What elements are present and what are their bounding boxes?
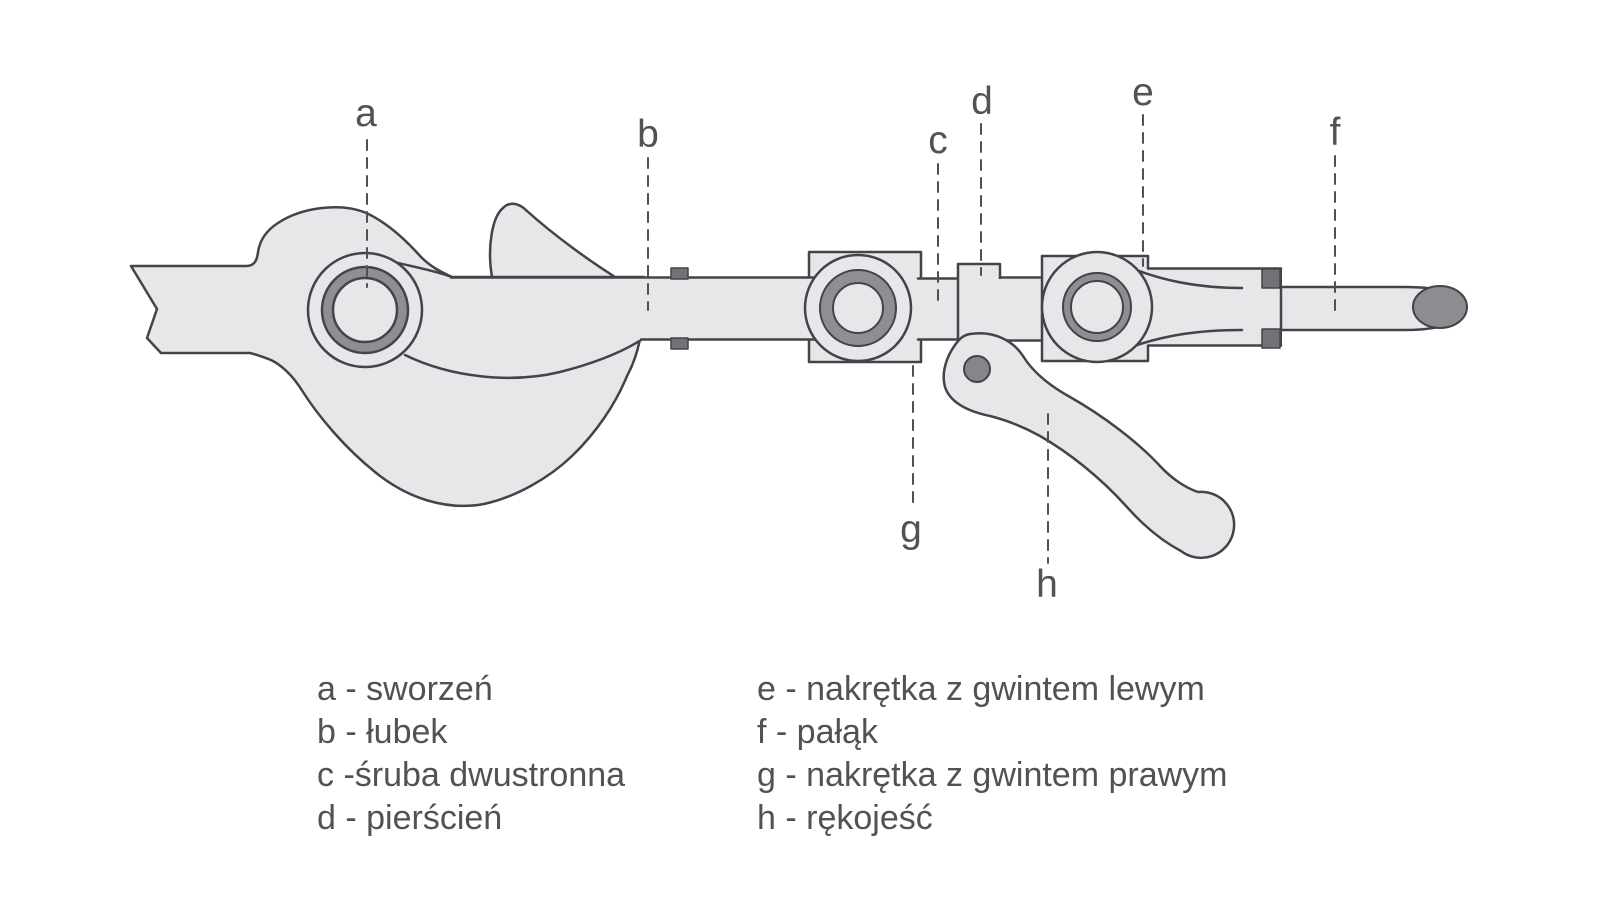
legend-item-e: e - nakrętka z gwintem lewym xyxy=(757,670,1205,708)
part-label-h: h xyxy=(1036,563,1058,606)
left-thread-nut-bore xyxy=(1070,280,1124,334)
bow-tab-bottom xyxy=(1261,328,1281,349)
part-label-g: g xyxy=(900,508,922,551)
part-label-e: e xyxy=(1132,71,1154,114)
legend-item-h: h - rękojeść xyxy=(757,799,933,837)
legend-item-g: g - nakrętka z gwintem prawym xyxy=(757,756,1228,794)
hook-horn xyxy=(488,202,615,279)
legend-item-d: d - pierścień xyxy=(317,799,503,837)
part-label-b: b xyxy=(637,113,659,156)
part-label-c: c xyxy=(928,119,948,162)
bow-tab-top xyxy=(1261,268,1281,289)
part-label-a: a xyxy=(355,92,377,135)
legend-item-f: f - pałąk xyxy=(757,713,878,751)
hook-pin-bore xyxy=(331,276,399,344)
right-thread-nut-bore xyxy=(832,282,884,334)
hook-head-top-curve xyxy=(396,261,454,279)
handle-pivot-pin xyxy=(963,355,991,383)
handle-arm xyxy=(942,331,1236,560)
screw-shaft-fill xyxy=(915,279,965,339)
strap-rivet-bottom xyxy=(670,337,689,350)
part-label-d: d xyxy=(971,80,993,123)
strap-bar-fill xyxy=(440,278,860,340)
bow-end-cap xyxy=(1412,285,1468,329)
shaft2-fill xyxy=(998,279,1046,339)
part-label-f: f xyxy=(1330,111,1341,154)
hook-head-inner-circle xyxy=(306,251,424,369)
legend-item-c: c -śruba dwustronna xyxy=(317,756,626,794)
legend-item-a: a - sworzeń xyxy=(317,670,493,708)
legend-item-b: b - łubek xyxy=(317,713,448,751)
strap-rivet-top xyxy=(670,267,689,280)
hook-head-bottom-curve xyxy=(403,338,643,380)
